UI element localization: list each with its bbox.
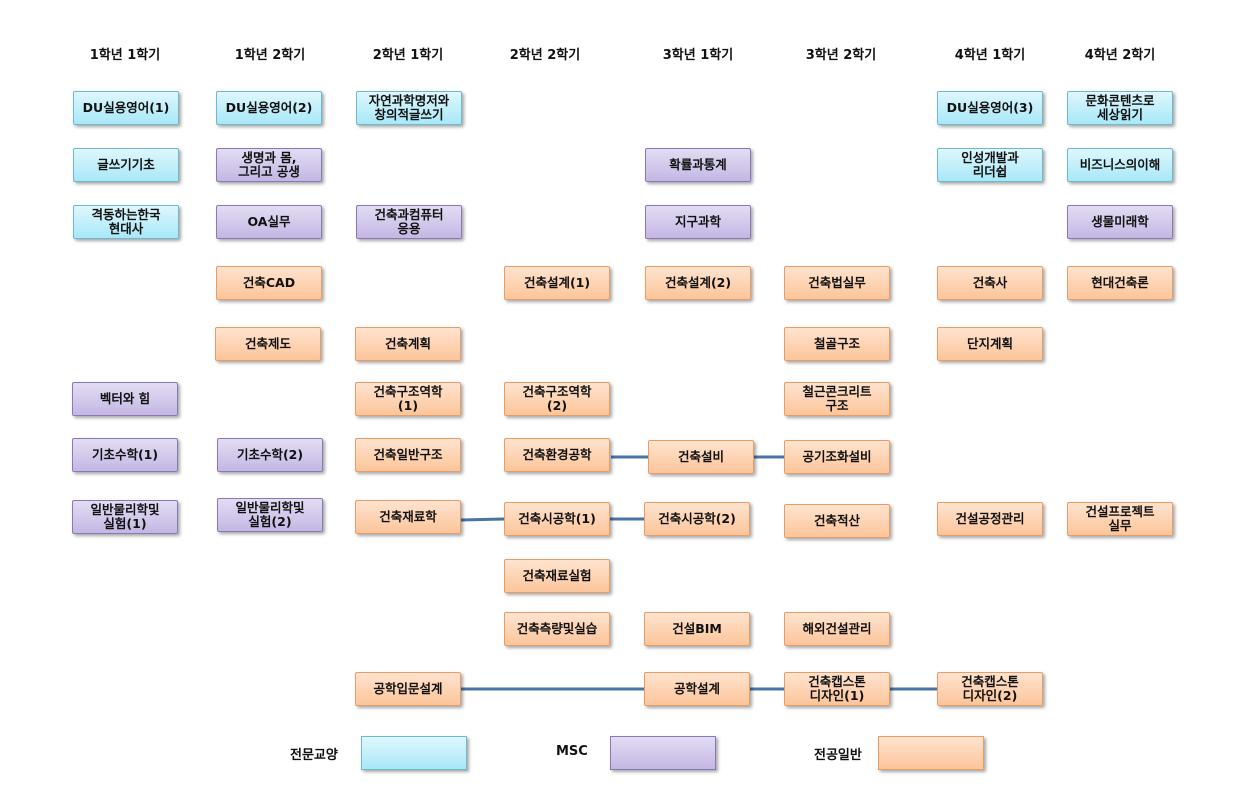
course-box: 건축적산 [784,504,890,538]
course-box: 단지계획 [937,327,1043,361]
course-box: 건축제도 [215,327,321,361]
semester-header: 4학년 2학기 [1084,48,1156,63]
course-box: 건설공정관리 [937,502,1043,536]
course-box: 생물미래학 [1067,205,1173,239]
course-box: 건설BIM [644,612,750,646]
course-box: 건축구조역학 (1) [355,382,461,416]
course-box: DU실용영어(2) [216,91,322,125]
course-box: 기초수학(2) [217,438,323,472]
course-box: DU실용영어(1) [73,91,179,125]
course-box: 건축측량및실습 [504,612,610,646]
course-box: 생명과 몸, 그리고 공생 [216,148,322,182]
semester-header: 3학년 2학기 [805,48,877,63]
course-box: 건축캡스톤 디자인(1) [784,672,890,706]
course-box: 건축CAD [216,266,322,300]
semester-header: 1학년 1학기 [89,48,161,63]
course-box: 격동하는한국 현대사 [73,205,179,239]
course-box: 건축재료학 [355,500,461,534]
course-box: 건축캡스톤 디자인(2) [937,672,1043,706]
course-box: 인성개발과 리더쉽 [937,148,1043,182]
course-box: 글쓰기기초 [73,148,179,182]
semester-header: 2학년 1학기 [372,48,444,63]
course-box: 건축환경공학 [504,438,610,472]
course-box: 공학입문설계 [355,672,461,706]
course-box: 철골구조 [784,327,890,361]
semester-header: 4학년 1학기 [954,48,1026,63]
legend-swatch-major [878,736,984,770]
course-box: 현대건축론 [1067,266,1173,300]
course-box: OA실무 [216,205,322,239]
course-box: 일반물리학및 실험(1) [72,500,178,534]
course-box: 해외건설관리 [784,612,890,646]
course-box: 건축설비 [648,440,754,474]
course-box: DU실용영어(3) [937,91,1043,125]
course-box: 건축시공학(1) [504,502,610,536]
course-box: 건축계획 [355,327,461,361]
course-box: 건축재료실험 [504,559,610,593]
course-box: 기초수학(1) [72,438,178,472]
course-box: 건축법실무 [784,266,890,300]
course-box: 철근콘크리트 구조 [784,382,890,416]
connector-line [460,517,505,522]
course-box: 건설프로젝트 실무 [1067,502,1173,536]
course-box: 공학설계 [644,672,750,706]
legend-swatch-general [361,736,467,770]
legend-label-msc: MSC [556,744,588,759]
course-box: 건축설계(2) [645,266,751,300]
course-box: 자연과학명저와 창의적글쓰기 [356,91,462,125]
course-box: 건축과컴퓨터 응용 [356,205,462,239]
course-box: 공기조화설비 [784,440,890,474]
semester-header: 3학년 1학기 [662,48,734,63]
course-box: 확률과통계 [645,148,751,182]
course-box: 벡터와 힘 [72,382,178,416]
legend-swatch-msc [610,736,716,770]
legend-label-general: 전문교양 [290,748,338,763]
course-box: 건축일반구조 [355,438,461,472]
course-box: 건축구조역학 (2) [504,382,610,416]
course-box: 건축설계(1) [504,266,610,300]
course-box: 일반물리학및 실험(2) [217,498,323,532]
course-box: 건축시공학(2) [644,502,750,536]
course-box: 지구과학 [645,205,751,239]
semester-header: 1학년 2학기 [234,48,306,63]
semester-header: 2학년 2학기 [509,48,581,63]
course-box: 건축사 [937,266,1043,300]
course-box: 비즈니스의이해 [1067,148,1173,182]
course-box: 문화콘텐츠로 세상읽기 [1067,91,1173,125]
legend-label-major: 전공일반 [814,748,862,763]
